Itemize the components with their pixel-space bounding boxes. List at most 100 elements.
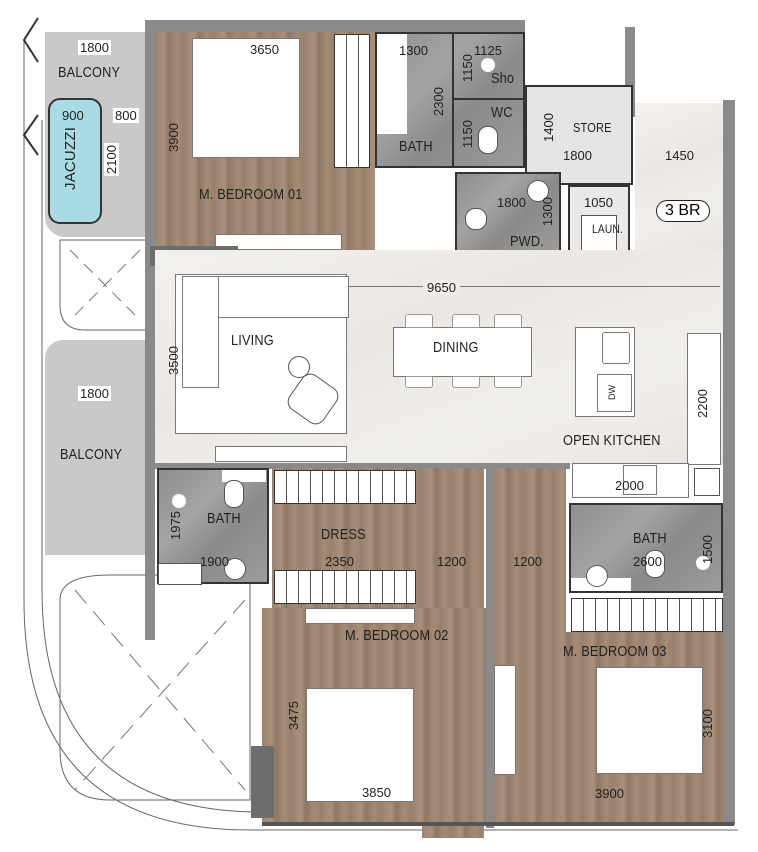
dishwasher-label: DW: [607, 385, 617, 400]
tv-unit-living: [215, 446, 347, 462]
store: [525, 85, 633, 185]
powder-label: PWD.: [510, 233, 544, 250]
dining-chair: [494, 376, 522, 388]
dim-bath01-depth: 2300: [431, 87, 446, 116]
shower-wc-partition: [452, 98, 524, 100]
wall-bottom-zone: [150, 463, 570, 469]
dim-bath02-width: 1900: [200, 554, 229, 569]
dim-bath02-depth: 1975: [168, 511, 183, 540]
basin-03: [586, 565, 608, 587]
wardrobe-dress-top: [274, 470, 416, 504]
dim-bedroom02-depth: 3475: [286, 701, 301, 730]
dim-bedroom03-width: 3900: [595, 786, 624, 801]
open-kitchen-label: OPEN KITCHEN: [563, 432, 661, 449]
dim-balcony-left-width: 1800: [78, 386, 111, 401]
dim-jacuzzi-length: 2100: [104, 143, 119, 176]
dim-kitchen-counter-width: 2000: [615, 478, 644, 493]
shower-head-03: [696, 556, 710, 570]
dim-living-dining-length: 9650: [423, 280, 460, 295]
master-bedroom-03-label: M. BEDROOM 03: [563, 643, 667, 660]
shower-head-02: [172, 494, 186, 508]
toilet-pwd: [465, 208, 487, 230]
store-label: STORE: [573, 120, 612, 135]
wc-label: WC: [491, 104, 513, 121]
tv-unit-03: [494, 665, 516, 775]
bath-01-partition: [452, 34, 454, 166]
wall-left: [145, 20, 155, 640]
bath-02-storage: [158, 563, 202, 585]
dining-chair: [405, 314, 433, 328]
dishwasher: [597, 374, 632, 412]
side-table: [288, 356, 310, 378]
wardrobe-bedroom-03: [571, 598, 723, 632]
dim-bath03-width: 2600: [633, 554, 662, 569]
washer: [581, 215, 617, 251]
dining-chair: [494, 314, 522, 328]
dim-laundry-width: 1050: [584, 195, 613, 210]
dining-table: [393, 327, 532, 377]
wall-top: [145, 20, 525, 32]
dim-balcony-top-width: 1800: [78, 40, 111, 55]
balcony-top-label: BALCONY: [58, 64, 121, 81]
master-bedroom-01-label: M. BEDROOM 01: [199, 186, 303, 203]
dim-bedroom01-depth: 3900: [166, 123, 181, 152]
wardrobe-dress-bottom: [274, 570, 416, 604]
bath-02-shelf: [222, 470, 266, 482]
bath-03-label: BATH: [633, 530, 667, 547]
basin-pwd: [527, 180, 549, 202]
dim-wc-depth: 1150: [460, 120, 475, 148]
dim-line-9650: [240, 286, 720, 287]
dim-shower-depth: 1150: [460, 54, 475, 82]
dim-store-width: 1800: [563, 148, 592, 163]
dim-powder-depth: 1300: [540, 197, 555, 226]
toilet-02: [224, 480, 244, 508]
wall-between-bedrooms: [486, 463, 494, 828]
duct-shaft: [694, 468, 720, 496]
laundry-label: LAUN.: [592, 222, 623, 236]
wardrobe-01: [334, 34, 370, 168]
bath-01-label: BATH: [399, 138, 433, 155]
living-label: LIVING: [231, 332, 274, 349]
dim-kitchen-depth: 2200: [695, 389, 710, 418]
dim-shower-width: 1125: [474, 43, 502, 58]
dim-jacuzzi-width: 900: [62, 108, 84, 123]
dim-entry-width: 1450: [665, 148, 694, 163]
dining-chair: [452, 314, 480, 328]
shower-head-01: [481, 58, 495, 72]
balcony-left: [45, 340, 145, 555]
dining-chair: [405, 376, 433, 388]
cooktop: [623, 465, 657, 495]
column-02: [251, 746, 274, 818]
corridor-bedroom-03: [494, 468, 566, 638]
jacuzzi-label: JACUZZI: [62, 126, 79, 190]
toilet-03: [645, 550, 665, 578]
vanity-01: [377, 34, 407, 134]
dining-label: DINING: [433, 339, 479, 356]
wall-bottom: [262, 822, 734, 826]
entry-foyer: [635, 103, 723, 253]
dim-dress-width: 2350: [325, 554, 354, 569]
toilet-01: [478, 126, 498, 154]
bath-02-label: BATH: [207, 510, 241, 527]
bed-01: [192, 38, 300, 158]
dim-bedroom02-width: 3850: [360, 785, 393, 800]
dim-corridor-b: 1200: [513, 554, 542, 569]
bed-02: [306, 688, 414, 802]
tv-unit-02: [305, 608, 415, 624]
shower-label: Sho: [491, 70, 515, 87]
balcony-left-label: BALCONY: [60, 446, 123, 463]
dim-jacuzzi-gap: 800: [113, 108, 139, 123]
dim-bedroom03-depth: 3100: [700, 709, 715, 738]
tv-unit-01: [215, 234, 342, 250]
dim-powder-width: 1800: [497, 195, 526, 210]
dim-bath03-depth: 1500: [700, 535, 715, 564]
basin-02: [224, 558, 246, 580]
wall-right: [723, 100, 735, 825]
master-bedroom-02-label: M. BEDROOM 02: [345, 627, 449, 644]
dining-chair: [452, 376, 480, 388]
sofa-chaise: [182, 276, 219, 388]
jacuzzi: [48, 98, 102, 224]
dim-bath01-width: 1300: [399, 43, 428, 58]
